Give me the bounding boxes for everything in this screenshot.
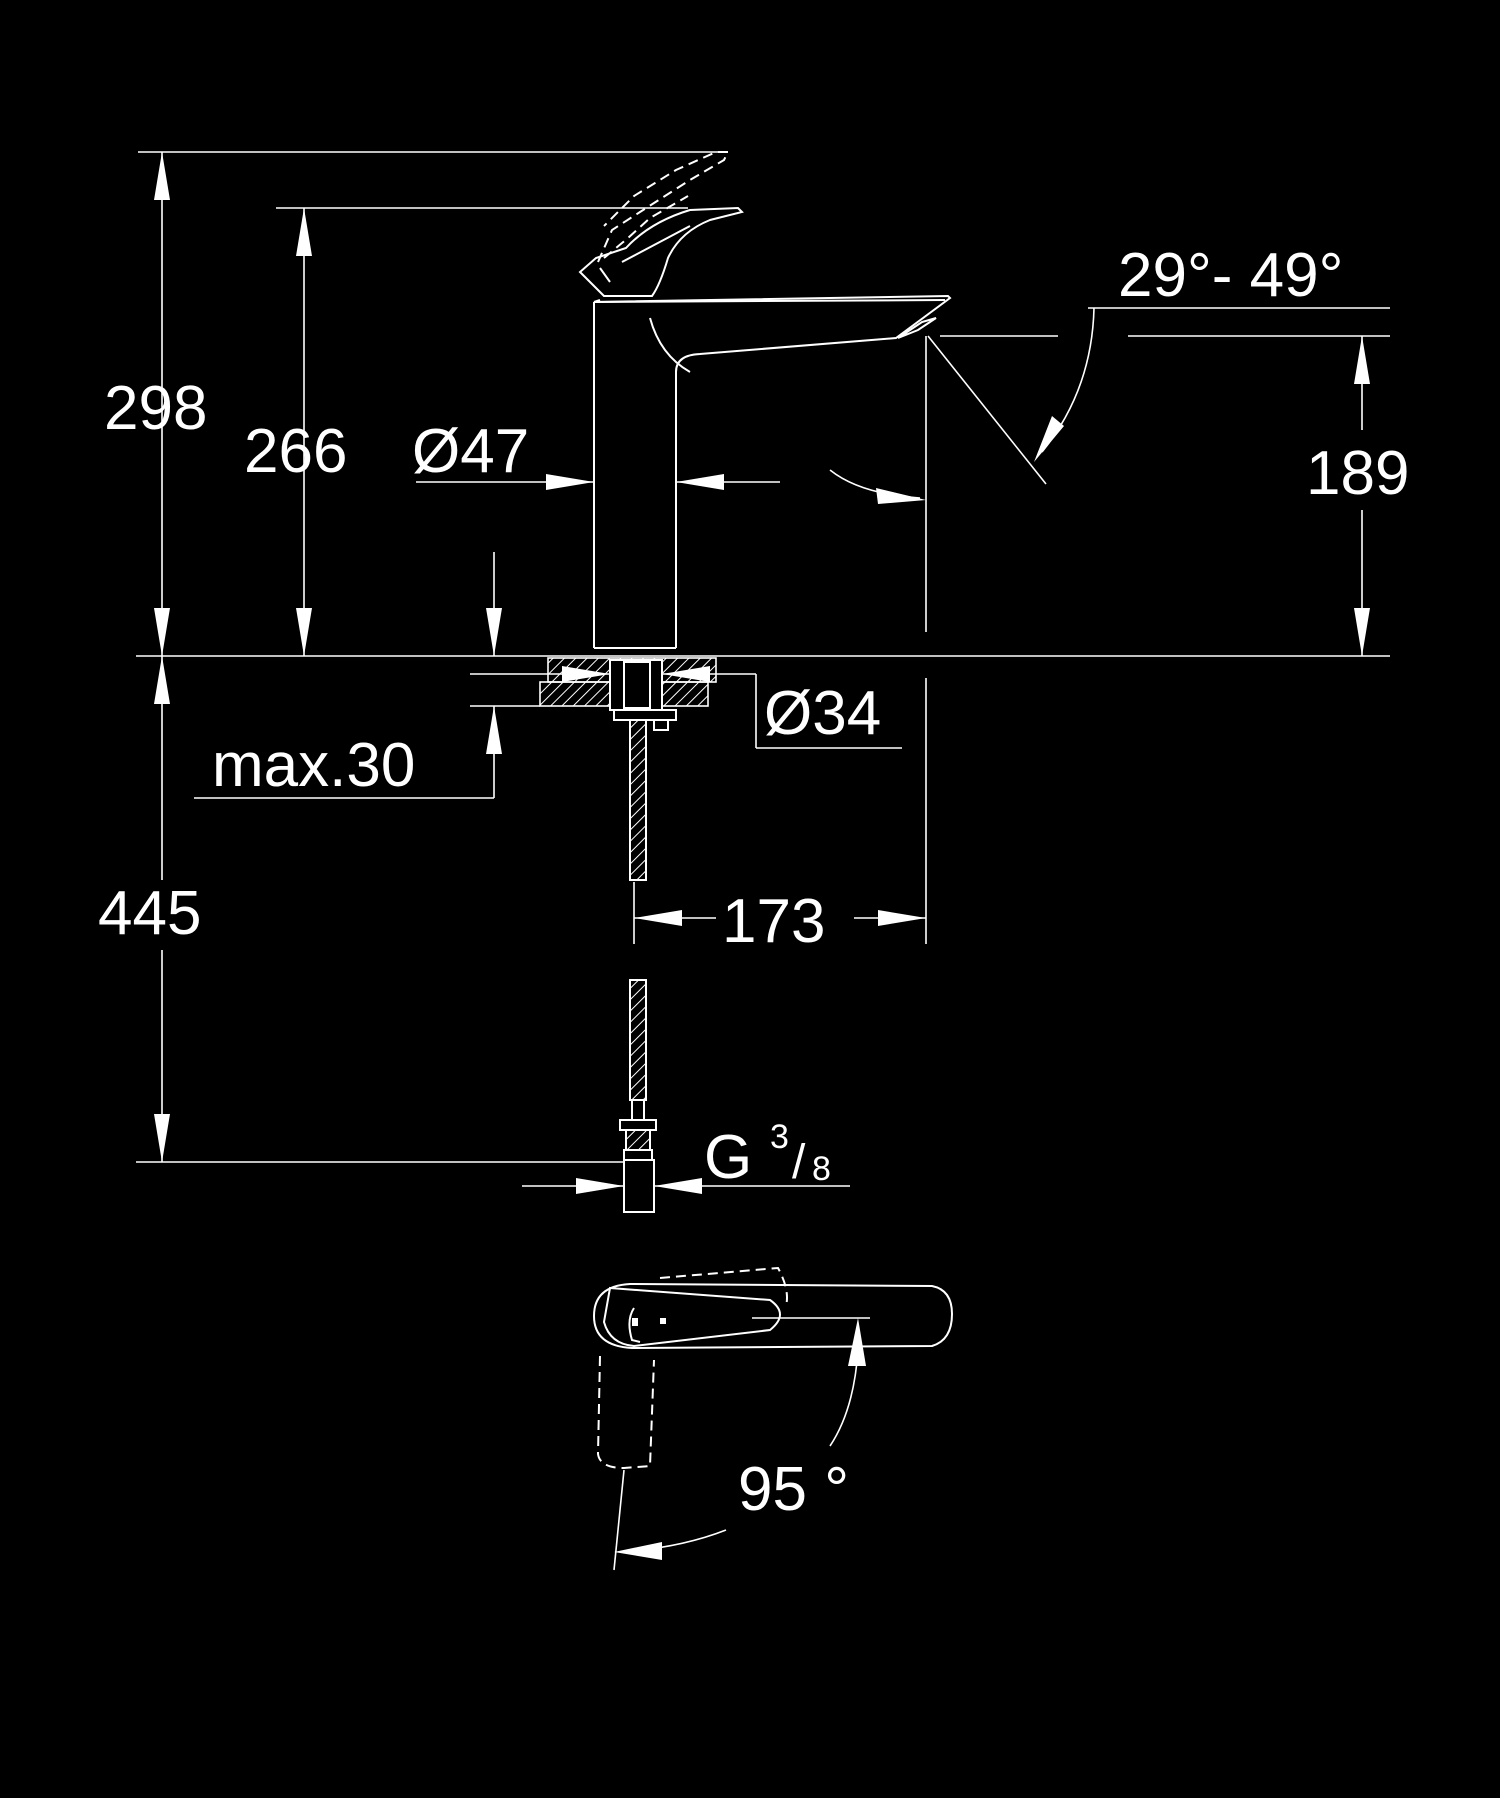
hose-nut-top [619,1119,657,1131]
top-view-lever [602,1286,781,1348]
shank-inner [623,661,651,709]
lever-rotation-label: 95 ° [738,1455,849,1524]
dimension-below-deck [154,656,170,1162]
dimension-thread [522,1178,850,1194]
max-deck-label: max.30 [212,731,415,800]
thread-slash: / [792,1136,806,1189]
thread-numerator: 3 [770,1118,789,1156]
aerator [897,317,937,339]
supply-hose-upper [629,719,647,881]
spout-reach-label: 173 [722,887,825,956]
dimension-spout-angle [829,307,1095,504]
body-inner-curve [649,317,691,373]
dimension-base-diameter [470,666,902,749]
dimension-max-deck [194,552,540,799]
spout-top [593,299,946,303]
spout-angle-label: 29°- 49° [1118,241,1343,310]
mounting-assembly [539,657,717,1213]
faucet-body [593,294,952,649]
hose-fitting [623,1159,655,1213]
dimension-overall-height [154,152,170,656]
lever-height-label: 266 [244,417,347,486]
nut [613,709,677,721]
lever-alternate-position [597,151,730,263]
supply-hose-lower [629,979,647,1101]
top-view [592,1266,954,1571]
dimension-body-diameter [416,474,780,490]
body-diameter-label: Ø47 [412,417,529,486]
hose-nut-bottom [623,1149,653,1161]
hose-ferrule [631,1099,645,1121]
below-deck-label: 445 [98,879,201,948]
lever-outline [578,206,744,297]
dimension-lever-height [296,208,312,656]
dimension-spout-height [1354,336,1370,656]
thread-denominator: 8 [812,1150,831,1188]
top-view-body [592,1282,954,1350]
hose-nut [625,1129,651,1151]
overall-height-label: 298 [104,374,207,443]
spout-height-label: 189 [1306,439,1409,508]
thread-label: G [704,1123,752,1192]
lever-handle [578,206,744,297]
base-diameter-label: Ø34 [764,679,881,748]
lever-inner [599,225,691,283]
faucet-body-outline [593,294,952,648]
extension-lines [136,151,1390,1163]
dimension-spout-reach [634,910,926,926]
rod [653,719,669,731]
